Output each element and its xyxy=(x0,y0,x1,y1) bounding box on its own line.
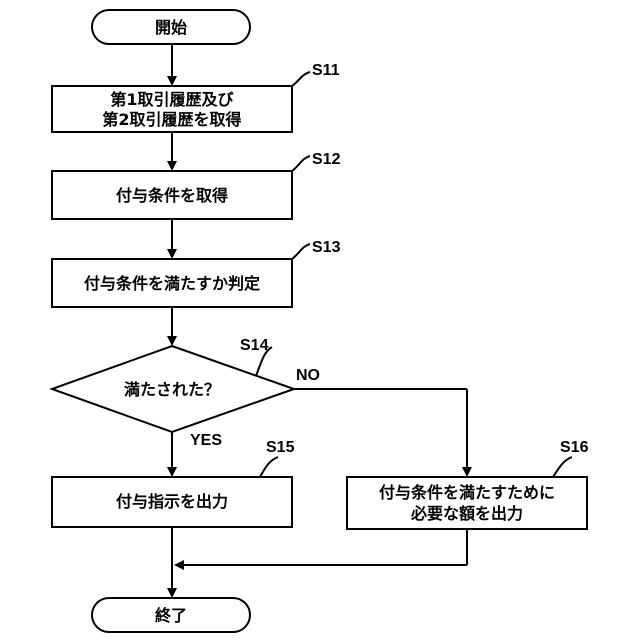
step-s16-line2: 必要な額を出力 xyxy=(410,504,523,523)
step-s16-label: S16 xyxy=(560,439,589,456)
arrowhead xyxy=(462,467,472,477)
step-s13-label: S13 xyxy=(312,239,341,256)
step-s13-leader xyxy=(292,244,310,259)
arrowhead xyxy=(167,161,177,171)
step-s11-label: S11 xyxy=(312,62,340,79)
arrowhead xyxy=(174,560,184,570)
step-s11-line1: 第1取引履歴及び xyxy=(110,90,234,109)
decision-s14-text: 満たされた？ xyxy=(124,380,220,399)
step-s12-label: S12 xyxy=(312,151,341,168)
step-s12-leader xyxy=(292,156,310,171)
arrowhead xyxy=(167,249,177,259)
step-s16-line1: 付与条件を満たすために xyxy=(379,483,555,502)
step-s15-text: 付与指示を出力 xyxy=(116,492,228,511)
arrowhead xyxy=(167,76,177,86)
step-s13-text: 付与条件を満たすか判定 xyxy=(84,274,260,293)
step-s16-leader xyxy=(553,457,572,477)
step-s12-text: 付与条件を取得 xyxy=(116,186,228,205)
arrowhead xyxy=(167,467,177,477)
arrowhead xyxy=(167,588,177,598)
decision-no-label: NO xyxy=(296,367,320,384)
step-s15-label: S15 xyxy=(266,439,295,456)
arrowhead xyxy=(167,336,177,346)
start-label: 開始 xyxy=(155,18,187,37)
decision-s14-label: S14 xyxy=(240,337,269,354)
decision-yes-label: YES xyxy=(190,432,222,449)
step-s11-line2: 第2取引履歴を取得 xyxy=(102,110,241,129)
step-s11-leader xyxy=(292,72,310,86)
step-s15-leader xyxy=(260,457,278,477)
end-label: 終了 xyxy=(155,606,187,625)
